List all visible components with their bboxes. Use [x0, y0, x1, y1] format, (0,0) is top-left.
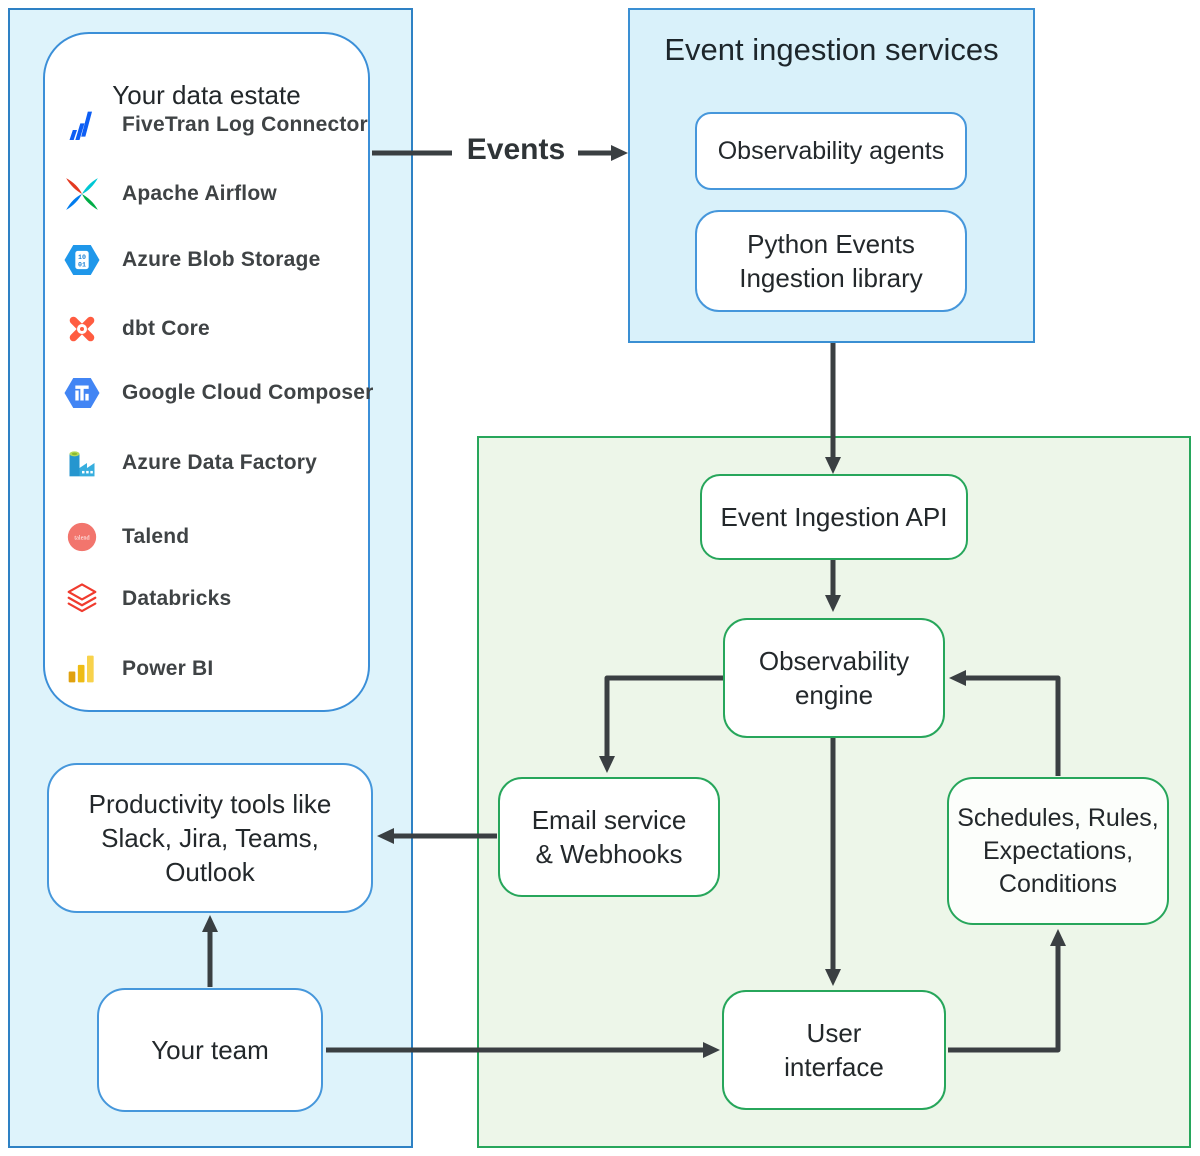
user-interface-box: User interface — [722, 990, 946, 1110]
your-team-box: Your team — [97, 988, 323, 1112]
your-data-estate-container: Your data estate FiveTran Log Connector — [43, 32, 373, 712]
fivetran-icon — [59, 101, 105, 149]
estate-item-label: Talend — [122, 525, 190, 548]
observability-agents-label: Observability agents — [717, 136, 945, 165]
estate-item-label: Apache Airflow — [122, 182, 277, 205]
estate-item-label: Google Cloud Composer — [122, 381, 374, 404]
arrow-engine-to-email — [599, 675, 725, 773]
user-interface-label: User interface — [784, 1017, 884, 1082]
observability-engine-box: Observability engine — [723, 618, 945, 738]
estate-item-airflow: Apache Airflow — [59, 170, 277, 218]
airflow-icon — [59, 170, 105, 218]
azure-blob-icon: 10 01 — [59, 236, 105, 284]
estate-item-dbt: dbt Core — [59, 305, 210, 353]
estate-item-label: Power BI — [122, 657, 214, 680]
email-service-webhooks-box: Email service & Webhooks — [498, 777, 720, 897]
observability-agents-box: Observability agents — [695, 112, 967, 190]
event-ingestion-api-box: Event Ingestion API — [700, 474, 968, 560]
estate-item-composer: Google Cloud Composer — [59, 369, 374, 417]
estate-item-azure-blob: 10 01 Azure Blob Storage — [59, 236, 320, 284]
dbt-icon — [59, 305, 105, 353]
estate-item-label: Azure Blob Storage — [122, 248, 321, 271]
estate-item-label: Azure Data Factory — [122, 451, 317, 474]
schedules-rules-label: Schedules, Rules, Expectations, Conditio… — [957, 803, 1159, 898]
your-team-label: Your team — [151, 1034, 269, 1065]
arrow-schedules-to-engine — [949, 670, 1061, 776]
estate-item-label: Databricks — [122, 587, 232, 610]
estate-item-label: FiveTran Log Connector — [122, 113, 368, 136]
estate-item-fivetran: FiveTran Log Connector — [59, 101, 368, 149]
observability-engine-label: Observability engine — [758, 645, 910, 710]
python-ingestion-library-box: Python Events Ingestion library — [695, 210, 967, 312]
powerbi-icon — [59, 645, 105, 693]
estate-item-powerbi: Power BI — [59, 645, 213, 693]
event-ingestion-panel-title: Event ingestion services — [664, 32, 999, 67]
estate-item-label: dbt Core — [122, 317, 210, 340]
productivity-tools-box: Productivity tools like Slack, Jira, Tea… — [47, 763, 373, 913]
your-data-estate-title: Your data estate — [112, 80, 301, 110]
estate-item-databricks: Databricks — [59, 575, 231, 623]
estate-item-data-factory: Azure Data Factory — [59, 439, 317, 487]
svg-text:10: 10 — [78, 253, 86, 261]
python-ingestion-library-label: Python Events Ingestion library — [739, 228, 923, 293]
email-service-webhooks-label: Email service & Webhooks — [531, 804, 687, 869]
composer-icon — [59, 369, 105, 417]
events-flow-label: Events — [466, 133, 566, 166]
estate-item-talend: talend Talend — [59, 513, 189, 561]
databricks-icon — [59, 575, 105, 623]
svg-text:01: 01 — [78, 261, 86, 269]
svg-text:talend: talend — [74, 535, 90, 542]
productivity-tools-label: Productivity tools like Slack, Jira, Tea… — [88, 788, 332, 888]
data-factory-icon — [59, 439, 105, 487]
event-ingestion-api-label: Event Ingestion API — [720, 501, 948, 532]
schedules-rules-box: Schedules, Rules, Expectations, Conditio… — [947, 777, 1169, 925]
talend-icon: talend — [59, 513, 105, 561]
arrow-ui-to-schedules — [948, 929, 1066, 1053]
